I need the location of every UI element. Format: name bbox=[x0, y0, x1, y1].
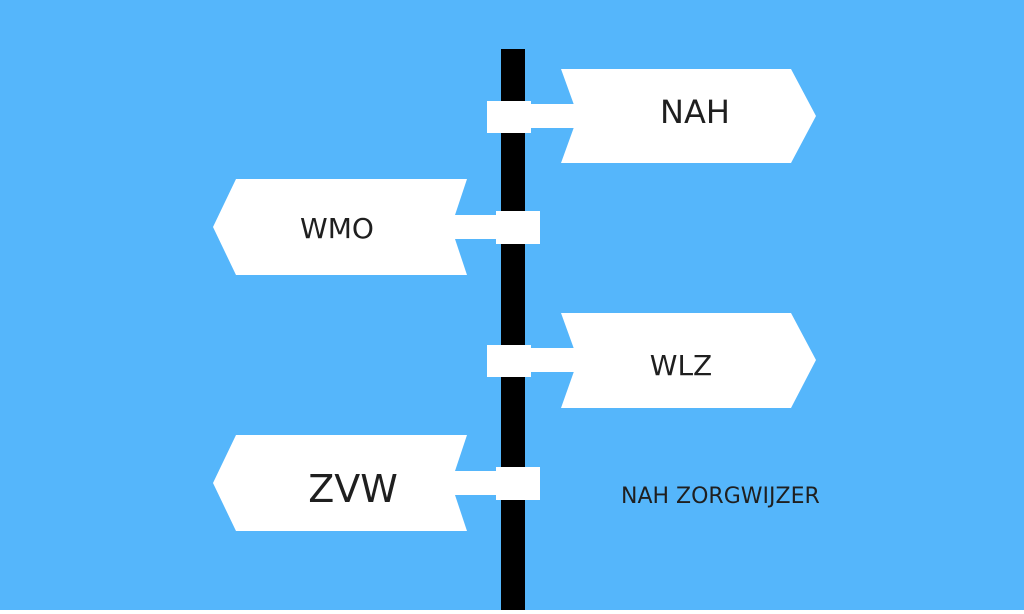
sign-zvw bbox=[213, 435, 540, 531]
sign-nah-board bbox=[561, 69, 816, 163]
sign-nah bbox=[487, 69, 816, 163]
signpost-pole bbox=[501, 49, 525, 610]
sign-zvw-clamp bbox=[496, 467, 540, 500]
sign-wlz-board bbox=[561, 313, 816, 408]
sign-wmo-clamp bbox=[496, 211, 540, 244]
sign-nah-clamp bbox=[487, 101, 531, 133]
sign-label-nah: NAH bbox=[660, 93, 730, 131]
sign-zvw-board bbox=[213, 435, 467, 531]
sign-wlz-clamp bbox=[487, 345, 531, 377]
sign-label-wmo: WMO bbox=[300, 212, 374, 245]
caption-nah-zorgwijzer: NAH ZORGWIJZER bbox=[621, 484, 820, 509]
sign-wlz bbox=[487, 313, 816, 408]
sign-wmo-board bbox=[213, 179, 467, 275]
sign-wmo bbox=[213, 179, 540, 275]
sign-label-zvw: ZVW bbox=[308, 467, 398, 511]
sign-label-wlz: WLZ bbox=[649, 349, 713, 382]
